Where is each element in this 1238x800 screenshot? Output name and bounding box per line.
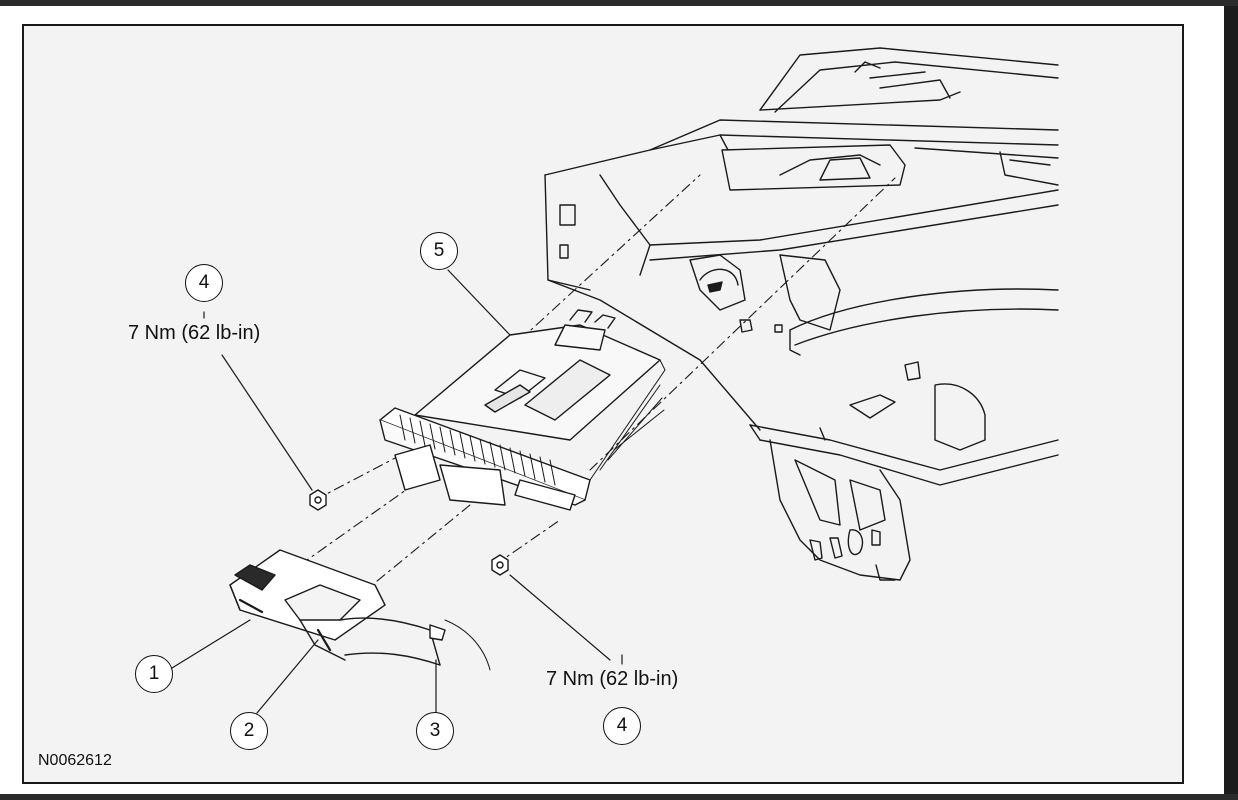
torque-spec-top: 7 Nm (62 lb-in)	[128, 322, 261, 344]
window-edge	[1224, 6, 1238, 794]
callout-2: 2	[230, 712, 268, 750]
nut-4-bottom	[491, 554, 509, 576]
body-structure	[544, 47, 1059, 581]
nut-4-top	[309, 489, 327, 511]
callout-1: 1	[135, 655, 173, 693]
leader-lines	[171, 269, 623, 714]
callout-5: 5	[420, 232, 458, 270]
callout-3: 3	[416, 712, 454, 750]
callout-4-bottom: 4	[603, 707, 641, 745]
harness-connectors	[229, 549, 491, 706]
figure-id: N0062612	[38, 752, 112, 769]
torque-spec-bottom: 7 Nm (62 lb-in)	[546, 668, 679, 690]
alignment-lines	[299, 174, 896, 596]
pcm-module	[379, 309, 666, 511]
callout-4-top: 4	[185, 264, 223, 302]
